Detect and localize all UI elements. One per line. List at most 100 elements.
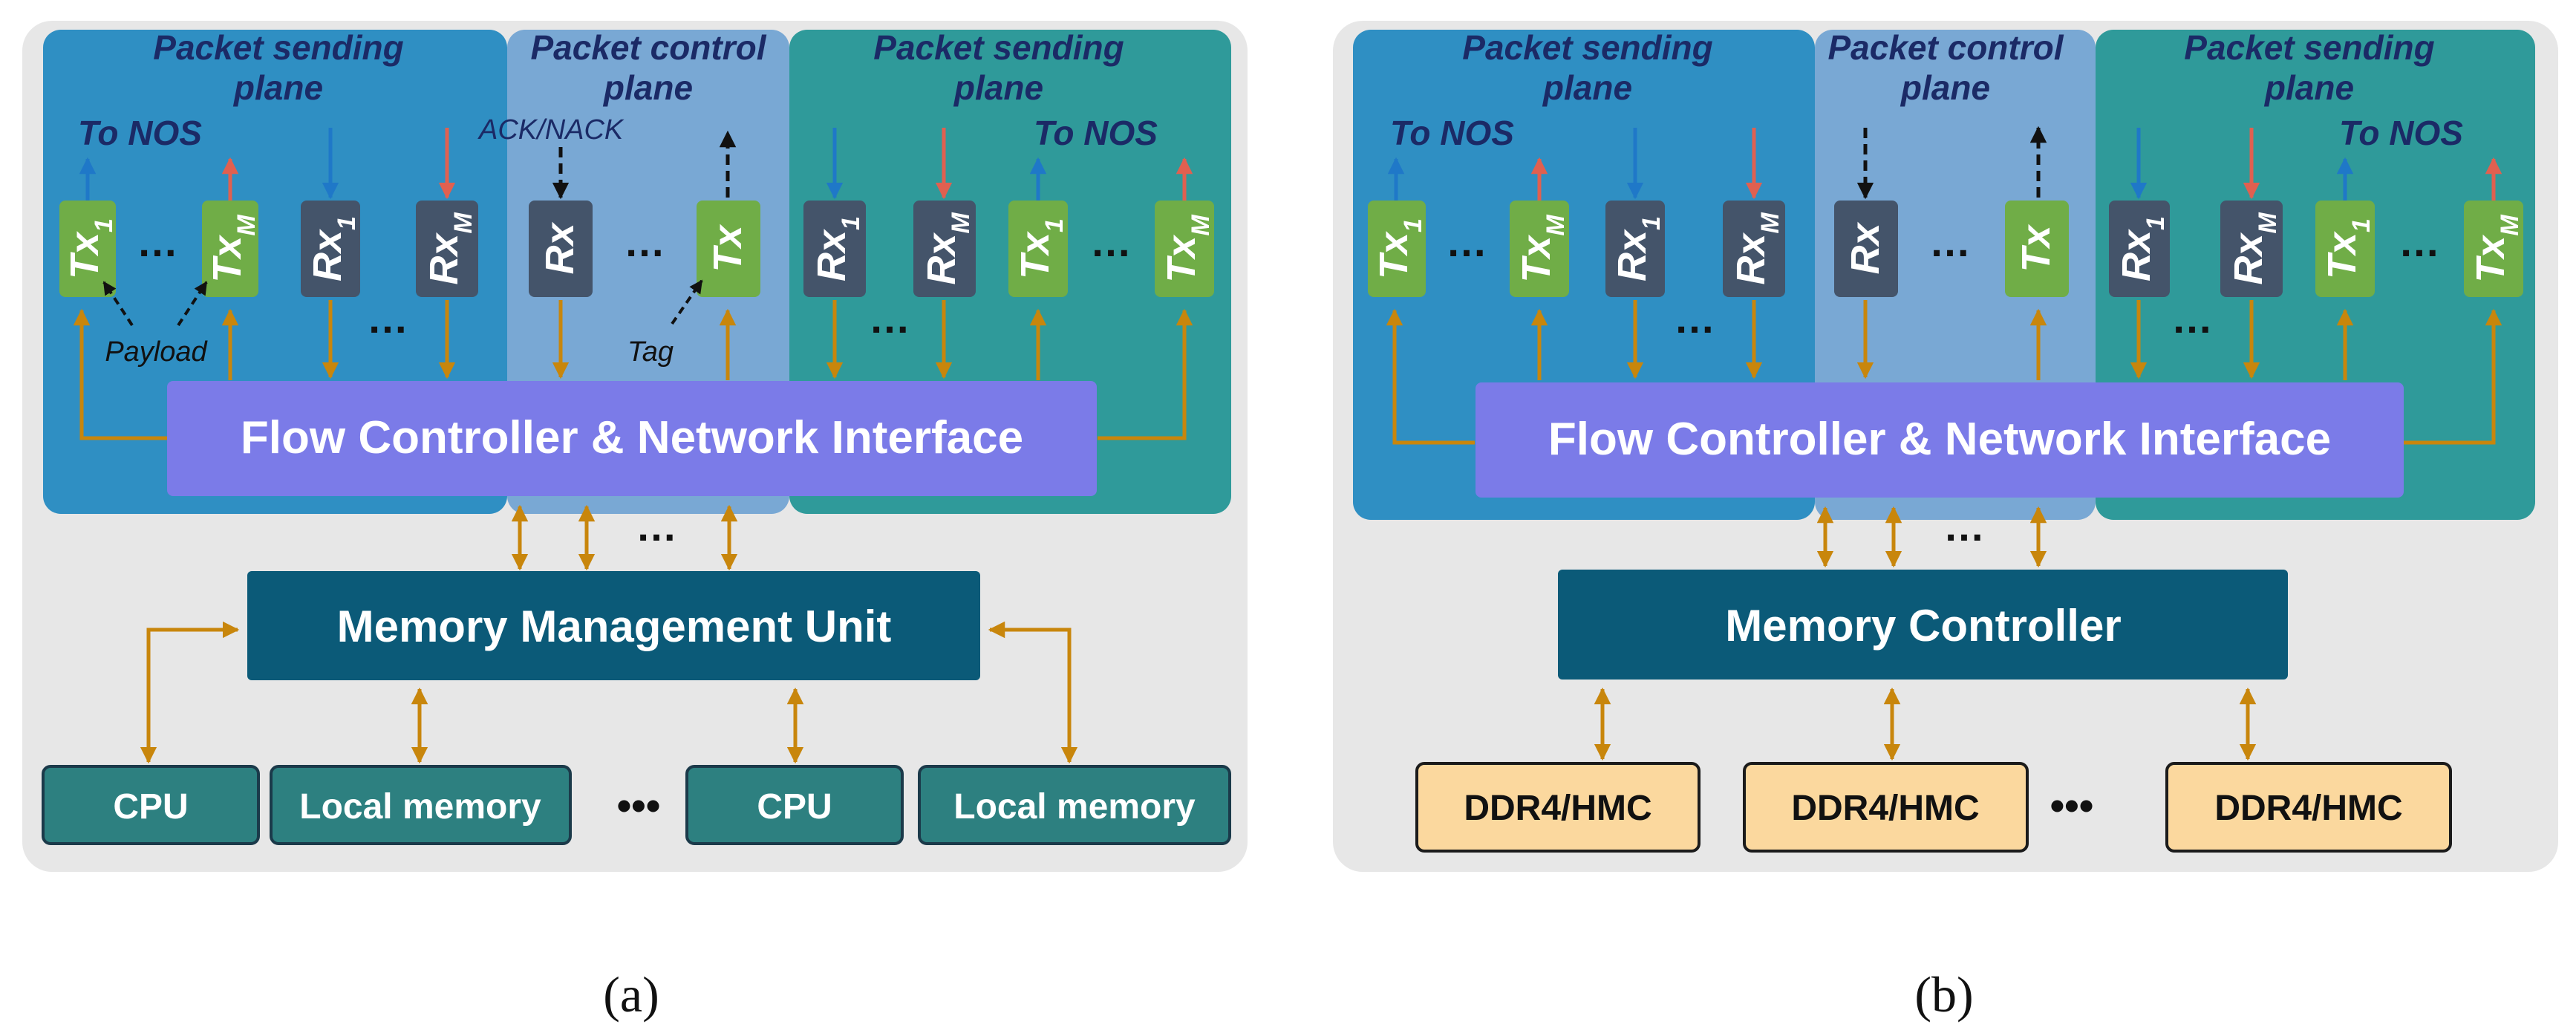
panel-a-port-txm-left: TxM (202, 201, 261, 297)
panel-a-dots-control: … (624, 218, 665, 265)
panel-a-caption: (a) (603, 966, 659, 1023)
panel-b-center-plane-title-line1: Packet control (1828, 28, 2064, 67)
panel-b-port-tx-control: Tx (2005, 201, 2069, 297)
panel-a-port-tx1-left: Tx1 (59, 201, 118, 297)
panel-b-port-rxm-right: RxM (2220, 201, 2283, 297)
panel-a-port-links (73, 300, 1193, 440)
svg-text:RxM: RxM (2226, 212, 2282, 285)
svg-text:Rx1: Rx1 (809, 216, 865, 281)
panel-a-right-plane-title-line1: Packet sending (873, 28, 1124, 67)
panel-b-dots-rx-left: … (1674, 295, 1715, 342)
panel-b-box-ddr4-hmc-1: DDR4/HMC (1415, 762, 1701, 853)
panel-a-bottom-dots: ••• (617, 782, 661, 829)
panel-a-center-plane-title-line1: Packet control (531, 28, 767, 67)
svg-text:Tx: Tx (705, 224, 750, 273)
svg-text:CPU: CPU (757, 787, 832, 827)
panel-b-memory-controller-label: Memory Controller (1725, 601, 2121, 651)
panel-a-port-txm-right: TxM (1155, 201, 1215, 297)
panel-b-port-txm-left: TxM (1510, 201, 1570, 297)
panel-b-to-nos-left: To NOS (1390, 114, 1514, 152)
panel-b-right-plane-title-line1: Packet sending (2184, 28, 2434, 67)
svg-text:RxM: RxM (919, 212, 975, 285)
svg-text:CPU: CPU (113, 787, 188, 827)
panel-b-port-rxm-left: RxM (1723, 201, 1785, 297)
panel-a-port-rxm-right: RxM (913, 201, 976, 297)
panel-a-dots-tx-left: … (137, 218, 178, 265)
svg-text:Tx: Tx (2014, 224, 2058, 273)
panel-b: Packet sending plane Packet control plan… (1333, 21, 2558, 1023)
svg-text:Local memory: Local memory (299, 787, 541, 827)
panel-b-flow-controller-box (1476, 382, 2404, 498)
svg-text:Tx1: Tx1 (1372, 218, 1427, 279)
panel-a-tag-arrow (671, 279, 703, 325)
panel-b-dots-mmu-links: … (1943, 503, 1985, 550)
panel-b-port-tx1-right: Tx1 (2315, 201, 2376, 297)
panel-a-box-cpu-1: CPU (42, 765, 260, 845)
panel-a-dots-rx-left: … (367, 295, 408, 342)
svg-text:TxM: TxM (205, 215, 261, 283)
panel-b-flow-controller-label: Flow Controller & Network Interface (1548, 414, 2331, 465)
panel-b-port-rx-control: Rx (1834, 201, 1898, 297)
panel-a-left-plane-title-line2: plane (232, 68, 323, 107)
svg-text:Tx1: Tx1 (2320, 218, 2376, 279)
panel-a: Packet sending plane Packet control plan… (22, 21, 1248, 1023)
panel-a-port-rx1-right: Rx1 (803, 201, 866, 297)
panel-a-box-cpu-2: CPU (685, 765, 904, 845)
svg-text:Rx1: Rx1 (305, 216, 361, 281)
panel-a-box-local-memory-1: Local memory (270, 765, 572, 845)
svg-text:Rx: Rx (1843, 222, 1888, 275)
svg-text:Tx1: Tx1 (1013, 218, 1069, 279)
svg-text:Rx: Rx (538, 222, 582, 275)
svg-text:DDR4/HMC: DDR4/HMC (1464, 789, 1651, 828)
panel-b-port-tx1-left: Tx1 (1368, 201, 1427, 297)
panel-b-port-rx1-left: Rx1 (1605, 201, 1666, 297)
panel-a-tag-label: Tag (627, 336, 674, 368)
svg-text:TxM: TxM (2468, 215, 2524, 283)
panel-a-payload-arrow-2 (177, 281, 208, 327)
panel-a-port-tx1-right: Tx1 (1008, 201, 1069, 297)
panel-a-right-plane-title-line2: plane (953, 68, 1043, 107)
panel-a-to-nos-left: To NOS (78, 114, 202, 152)
svg-text:Rx1: Rx1 (2114, 216, 2170, 281)
panel-a-to-nos-right: To NOS (1034, 114, 1158, 152)
panel-a-port-tx-control: Tx (697, 201, 760, 297)
svg-text:DDR4/HMC: DDR4/HMC (2214, 789, 2402, 828)
panel-b-center-plane-title-line2: plane (1900, 68, 1990, 107)
panel-a-port-rx-control: Rx (529, 201, 593, 297)
panel-b-left-plane-title-line1: Packet sending (1462, 28, 1712, 67)
svg-text:RxM: RxM (422, 212, 477, 285)
panel-a-memory-management-unit-box (247, 571, 980, 680)
panel-b-bottom-links (1594, 687, 2257, 761)
panel-a-ack-nack-label: ACK/NACK (477, 114, 625, 146)
panel-b-box-ddr4-hmc-2: DDR4/HMC (1743, 762, 2029, 853)
panel-a-flow-controller-box (167, 381, 1097, 496)
svg-text:RxM: RxM (1729, 212, 1784, 285)
svg-text:Local memory: Local memory (953, 787, 1196, 827)
svg-text:Tx1: Tx1 (62, 218, 118, 279)
panel-a-flow-controller-label: Flow Controller & Network Interface (241, 412, 1023, 463)
svg-text:TxM: TxM (1514, 215, 1570, 283)
panel-b-box-ddr4-hmc-3: DDR4/HMC (2165, 762, 2452, 853)
panel-a-payload-arrow-1 (102, 281, 134, 327)
panel-b-caption: (b) (1914, 966, 1973, 1023)
panel-b-memory-controller-box (1558, 570, 2288, 680)
panel-a-left-plane-title-line1: Packet sending (153, 28, 403, 67)
panel-a-center-plane-title-line2: plane (602, 68, 693, 107)
panel-b-dots-rx-right: … (2171, 295, 2213, 342)
panel-b-left-plane-title-line2: plane (1542, 68, 1632, 107)
panel-a-dots-rx-right: … (869, 295, 910, 342)
svg-text:Rx1: Rx1 (1610, 216, 1666, 281)
panel-b-mmu-links (1816, 506, 2047, 568)
svg-text:TxM: TxM (1159, 215, 1215, 283)
panel-a-dots-tx-right: … (1090, 218, 1132, 265)
panel-b-dots-tx-left: … (1446, 218, 1487, 265)
panel-b-port-rx1-right: Rx1 (2109, 201, 2170, 297)
panel-a-port-rx1-left: Rx1 (301, 201, 361, 297)
panel-b-port-links (1386, 300, 2502, 445)
panel-a-payload-label: Payload (105, 336, 208, 368)
panel-b-bottom-dots: ••• (2050, 782, 2094, 829)
panel-a-bottom-links (140, 621, 1078, 764)
panel-a-dots-mmu-links: … (636, 503, 677, 550)
panel-b-right-plane-title-line2: plane (2263, 68, 2354, 107)
